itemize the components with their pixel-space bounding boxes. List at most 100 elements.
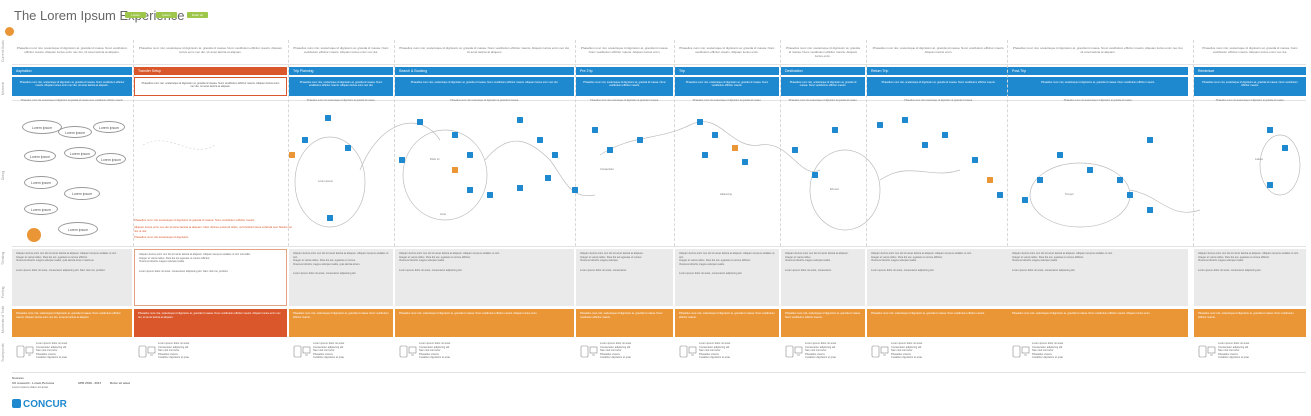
flow-node-icon[interactable] bbox=[417, 119, 423, 125]
header-badge[interactable]: Ipsum bbox=[156, 12, 177, 18]
flow-node-icon[interactable] bbox=[1282, 145, 1288, 151]
thinking-cell: Aliquam luctus enim nec dui sit amet lac… bbox=[1194, 249, 1306, 306]
flow-node-icon[interactable] bbox=[987, 177, 993, 183]
touchpoint-item: Phasellus viverra bbox=[699, 352, 719, 356]
flow-node-icon[interactable] bbox=[452, 132, 458, 138]
flow-node-icon[interactable] bbox=[1037, 177, 1043, 183]
stage-header[interactable]: Search & Booking bbox=[395, 67, 574, 75]
stage-caption: Phasellus nunc nisi scelerisque id digni… bbox=[904, 99, 973, 102]
flow-node-icon[interactable] bbox=[1057, 152, 1063, 158]
touchpoint-item: Consectetur adipiscing elit bbox=[1218, 345, 1249, 349]
flow-node-icon[interactable] bbox=[487, 192, 493, 198]
stage-header[interactable]: Transfer Setup bbox=[134, 67, 287, 75]
thinking-item: Aliquam luctus enim nec dui sit amet lac… bbox=[679, 252, 775, 259]
stage-caption: Phasellus nunc nisi scelerisque id digni… bbox=[306, 99, 376, 102]
flow-node-icon[interactable] bbox=[545, 175, 551, 181]
flow-node-icon[interactable] bbox=[1147, 137, 1153, 143]
flow-node-icon[interactable] bbox=[572, 187, 578, 193]
thinking-item: Integer et varius tellus. Duis dui est e… bbox=[139, 256, 211, 260]
flow-node-icon[interactable] bbox=[637, 137, 643, 143]
stage-header[interactable]: Trip bbox=[675, 67, 779, 75]
flow-node-icon[interactable] bbox=[1022, 197, 1028, 203]
flow-node-icon[interactable] bbox=[812, 172, 818, 178]
stage-moment-box: Phasellus nunc nisi, scelerisque id dign… bbox=[576, 77, 673, 96]
flow-label: Consectetur bbox=[600, 167, 614, 171]
stage-moment-box: Phasellus nunc nisi, scelerisque id dign… bbox=[1008, 77, 1188, 96]
footer-col1-text: Lorem ipsum dolor sit amet bbox=[12, 385, 49, 389]
touchpoint-item: Curabitur dignissim et prae bbox=[805, 356, 836, 359]
stage-header[interactable]: Reminisce bbox=[1194, 67, 1306, 75]
flow-node-icon[interactable] bbox=[467, 152, 473, 158]
flow-node-icon[interactable] bbox=[289, 152, 295, 158]
device-icon bbox=[785, 345, 803, 358]
touchpoint-item: Lorem ipsum dolor sit amet bbox=[805, 342, 837, 345]
flow-node-icon[interactable] bbox=[607, 147, 613, 153]
header-badge[interactable]: Lorem bbox=[125, 12, 146, 18]
persona-avatar-icon bbox=[27, 228, 41, 242]
flow-node-icon[interactable] bbox=[972, 157, 978, 163]
stage-header[interactable]: Destination bbox=[781, 67, 865, 75]
flow-node-icon[interactable] bbox=[1127, 192, 1133, 198]
flow-node-icon[interactable] bbox=[902, 117, 908, 123]
thinking-list: Aliquam luctus enim nec dui sit amet lac… bbox=[399, 252, 570, 263]
thinking-item: Vivamus lobortis magna volutpat mattis, … bbox=[293, 262, 361, 266]
flow-node-icon[interactable] bbox=[399, 157, 405, 163]
flow-node-icon[interactable] bbox=[537, 137, 543, 143]
flow-node-icon[interactable] bbox=[702, 152, 708, 158]
footer-heading: Sources bbox=[12, 376, 24, 380]
touchpoint-item: Lorem ipsum dolor sit amet bbox=[313, 342, 345, 345]
flow-node-icon[interactable] bbox=[345, 145, 351, 151]
row-label: Moments of Truth bbox=[1, 305, 5, 333]
flow-node-icon[interactable] bbox=[1267, 182, 1273, 188]
flow-node-icon[interactable] bbox=[1147, 207, 1153, 213]
flow-label: Elit sed bbox=[830, 187, 839, 191]
flow-node-icon[interactable] bbox=[1267, 127, 1273, 133]
flow-node-icon[interactable] bbox=[792, 147, 798, 153]
thought-cloud: Lorem ipsum bbox=[24, 176, 58, 189]
thinking-item: Vivamus lobortis magna volutpat mattis. bbox=[1012, 259, 1058, 262]
touchpoint-item: Phasellus viverra bbox=[891, 352, 911, 356]
flow-node-icon[interactable] bbox=[1087, 167, 1093, 173]
stage-header[interactable]: Post-Trip bbox=[1008, 67, 1188, 75]
touchpoint-item: Lorem ipsum dolor sit amet bbox=[1218, 342, 1250, 345]
touchpoint-item: Nam nisl nisi tortor bbox=[419, 349, 441, 352]
thought-cloud: Lorem ipsum bbox=[93, 121, 125, 133]
thinking-cell: Aliquam luctus enim nec dui sit amet lac… bbox=[867, 249, 1010, 306]
flow-node-icon[interactable] bbox=[997, 192, 1003, 198]
flow-node-icon[interactable] bbox=[697, 119, 703, 125]
touchpoint-item: Consectetur adipiscing elit bbox=[1032, 345, 1063, 349]
stage-header[interactable]: Aspiration bbox=[12, 67, 132, 75]
flow-node-icon[interactable] bbox=[517, 117, 523, 123]
thinking-cell: Aliquam luctus enim nec dui sit amet lac… bbox=[289, 249, 393, 306]
thinking-list: Aliquam luctus enim nec dui sit amet lac… bbox=[871, 252, 1006, 263]
flow-node-icon[interactable] bbox=[832, 127, 838, 133]
flow-node-icon[interactable] bbox=[1117, 177, 1123, 183]
thinking-item: Aliquam luctus enim nec dui sit amet lac… bbox=[785, 252, 849, 255]
flow-node-icon[interactable] bbox=[327, 215, 333, 221]
stage-header[interactable]: Trip Planning bbox=[289, 67, 393, 75]
device-icon bbox=[580, 345, 598, 358]
flow-node-icon[interactable] bbox=[452, 167, 458, 173]
flow-node-icon[interactable] bbox=[467, 187, 473, 193]
divider bbox=[12, 64, 1306, 65]
flow-node-icon[interactable] bbox=[742, 159, 748, 165]
flow-node-icon[interactable] bbox=[922, 142, 928, 148]
moment-of-truth: Phasellus nunc nisi, scelerisque id dign… bbox=[289, 309, 393, 337]
stage-header[interactable]: Return Trip bbox=[867, 67, 1010, 75]
flow-node-icon[interactable] bbox=[712, 132, 718, 138]
flow-node-icon[interactable] bbox=[517, 185, 523, 191]
thinking-item: Integer et varius tellus. Duis dui est, … bbox=[679, 259, 751, 262]
touchpoint-item: Lorem ipsum dolor sit amet bbox=[891, 342, 923, 345]
flow-node-icon[interactable] bbox=[325, 115, 331, 121]
flow-node-icon[interactable] bbox=[592, 127, 598, 133]
device-icon bbox=[679, 345, 697, 358]
flow-node-icon[interactable] bbox=[302, 137, 308, 143]
header-badge[interactable]: Dolor sit bbox=[187, 12, 208, 18]
feeling-text: Lorem ipsum dolor sit amet, consectetur. bbox=[580, 268, 627, 272]
flow-node-icon[interactable] bbox=[942, 132, 948, 138]
flow-node-icon[interactable] bbox=[732, 145, 738, 151]
stage-header[interactable]: Pre-Trip bbox=[576, 67, 673, 75]
flow-node-icon[interactable] bbox=[552, 152, 558, 158]
flow-node-icon[interactable] bbox=[877, 122, 883, 128]
stage-caption: Phasellus nunc nisi scelerisque id digni… bbox=[450, 99, 519, 102]
